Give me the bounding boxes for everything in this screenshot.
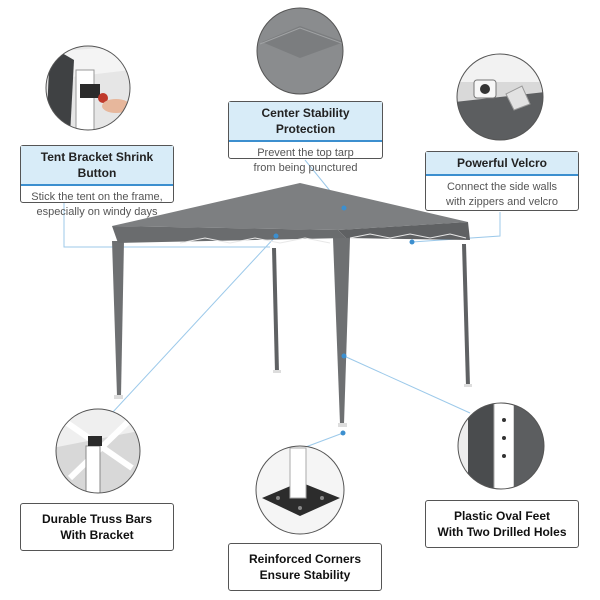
callout-desc-line1: Stick the tent on the frame, [31,191,163,203]
inset-feet [457,402,545,490]
callout-line2: Ensure Stability [259,568,351,582]
callout-line2: With Two Drilled Holes [437,525,567,539]
callout-desc-line1: Prevent the top tarp [257,147,354,159]
callout-velcro: Powerful Velcro Connect the side walls w… [425,151,579,211]
callout-title: Center Stability Protection [229,102,382,142]
callout-line1: Plastic Oval Feet [453,509,551,523]
canopy-tent [112,183,472,436]
callout-center-stability: Center Stability Protection Prevent the … [228,101,383,174]
callout-corners: Reinforced Corners Ensure Stability [228,543,382,591]
inset-center-stability [256,7,344,95]
callout-desc-line2: especially on windy days [36,206,158,218]
inset-shrink-button [45,45,131,131]
leader-lines [63,159,501,449]
callout-line1: Durable Truss Bars [41,512,153,526]
callout-title: Powerful Velcro [426,152,578,176]
callout-desc-line2: with zippers and velcro [446,196,558,208]
callout-line2: With Bracket [60,528,134,542]
callout-desc-line2: from being punctured [253,162,358,174]
callout-feet: Plastic Oval Feet With Two Drilled Holes [425,500,579,548]
callout-line1: Reinforced Corners [248,552,362,566]
callout-shrink-button: Tent Bracket Shrink Button Stick the ten… [20,145,174,218]
callout-desc-line1: Connect the side walls [446,181,558,193]
callout-truss-bars: Durable Truss Bars With Bracket [20,503,174,551]
inset-truss-bars [55,408,141,494]
inset-velcro [456,53,544,141]
inset-corners [255,445,345,535]
callout-title: Tent Bracket Shrink Button [21,146,173,186]
